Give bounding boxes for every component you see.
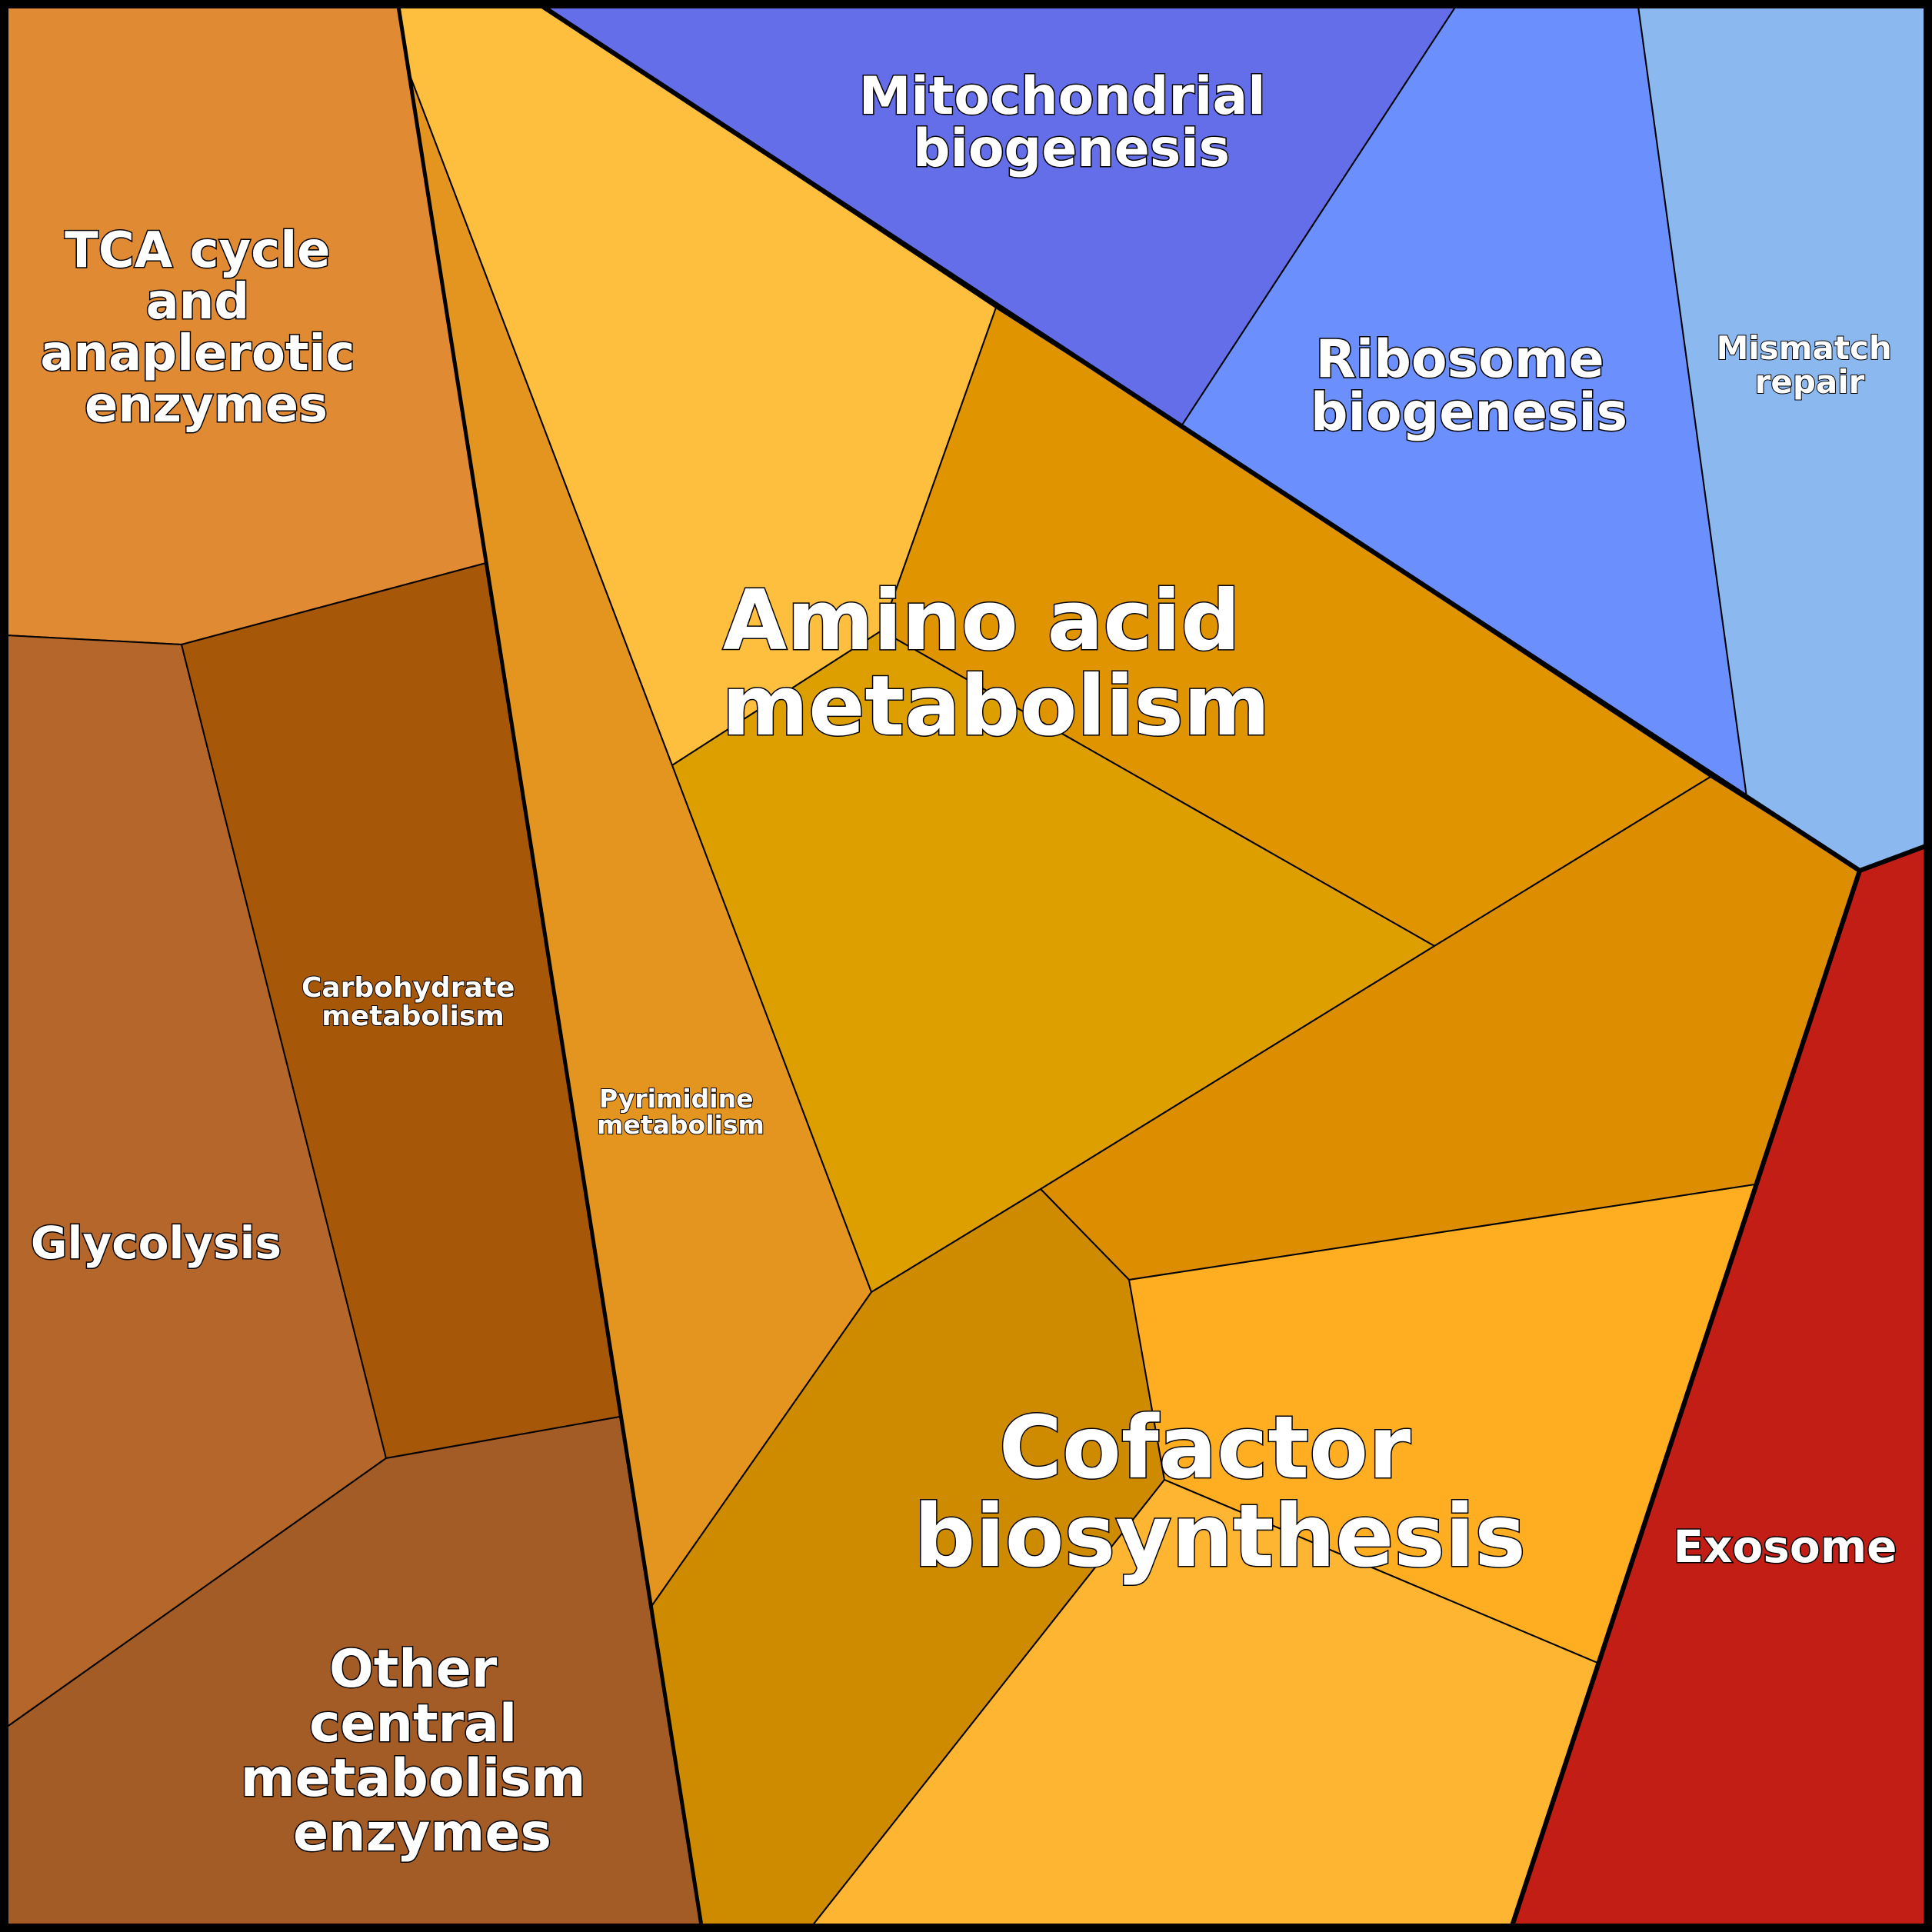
label-amino-acid-line-2: metabolism — [722, 658, 1271, 754]
label-pyrimidine-metabolism: Pyrimidine metabolism — [597, 1084, 764, 1140]
label-tca-line-3: anaplerotic — [40, 325, 355, 382]
label-tca-line-1: TCA cycle — [65, 222, 330, 279]
label-cofactor-line-1: Cofactor — [999, 1398, 1411, 1498]
label-ribosome-line-1: Ribosome — [1316, 329, 1604, 390]
label-cofactor-biosynthesis: Cofactor biosynthesis — [914, 1398, 1526, 1587]
boundary-tca-carbohydrate — [396, 5, 704, 1927]
label-amino-acid-line-1: Amino acid — [723, 573, 1241, 669]
label-exosome-line-1: Exosome — [1673, 1521, 1897, 1573]
label-pyrimidine-line-2: metabolism — [597, 1110, 764, 1140]
label-other-central-line-1: Other — [329, 1639, 498, 1700]
label-other-central-line-2: central — [309, 1694, 517, 1754]
label-other-central-metabolism: Other central metabolism enzymes — [241, 1639, 604, 1864]
label-pyrimidine-line-1: Pyrimidine — [599, 1084, 753, 1114]
label-cofactor-line-2: biosynthesis — [914, 1487, 1526, 1587]
label-glycolysis: Glycolysis — [31, 1217, 281, 1269]
label-ribosome-line-2: biogenesis — [1311, 382, 1627, 443]
label-amino-acid-metabolism: Amino acid metabolism — [722, 573, 1271, 754]
label-ribosome-biogenesis: Ribosome biogenesis — [1311, 329, 1627, 443]
label-glycolysis-line-1: Glycolysis — [31, 1217, 281, 1269]
label-mitochondrial-line-2: biogenesis — [913, 118, 1230, 179]
label-other-central-line-4: enzymes — [293, 1803, 551, 1864]
label-tca-cycle: TCA cycle and anaplerotic enzymes — [40, 222, 371, 434]
label-other-central-line-3: metabolism — [241, 1748, 586, 1809]
label-carbohydrate-line-2: metabolism — [321, 1001, 505, 1032]
label-carbohydrate-line-1: Carbohydrate — [301, 972, 515, 1004]
label-carbohydrate-metabolism: Carbohydrate metabolism — [301, 972, 525, 1032]
label-mismatch-repair: Mismatch repair — [1717, 329, 1904, 401]
label-exosome: Exosome — [1673, 1521, 1897, 1573]
label-tca-line-4: enzymes — [85, 377, 328, 434]
label-mitochondrial-line-1: Mitochondrial — [859, 66, 1266, 127]
label-mismatch-line-1: Mismatch — [1717, 329, 1892, 367]
label-tca-line-2: and — [146, 274, 250, 331]
label-mitochondrial-biogenesis: Mitochondrial biogenesis — [859, 66, 1284, 179]
label-mismatch-line-2: repair — [1755, 363, 1865, 401]
